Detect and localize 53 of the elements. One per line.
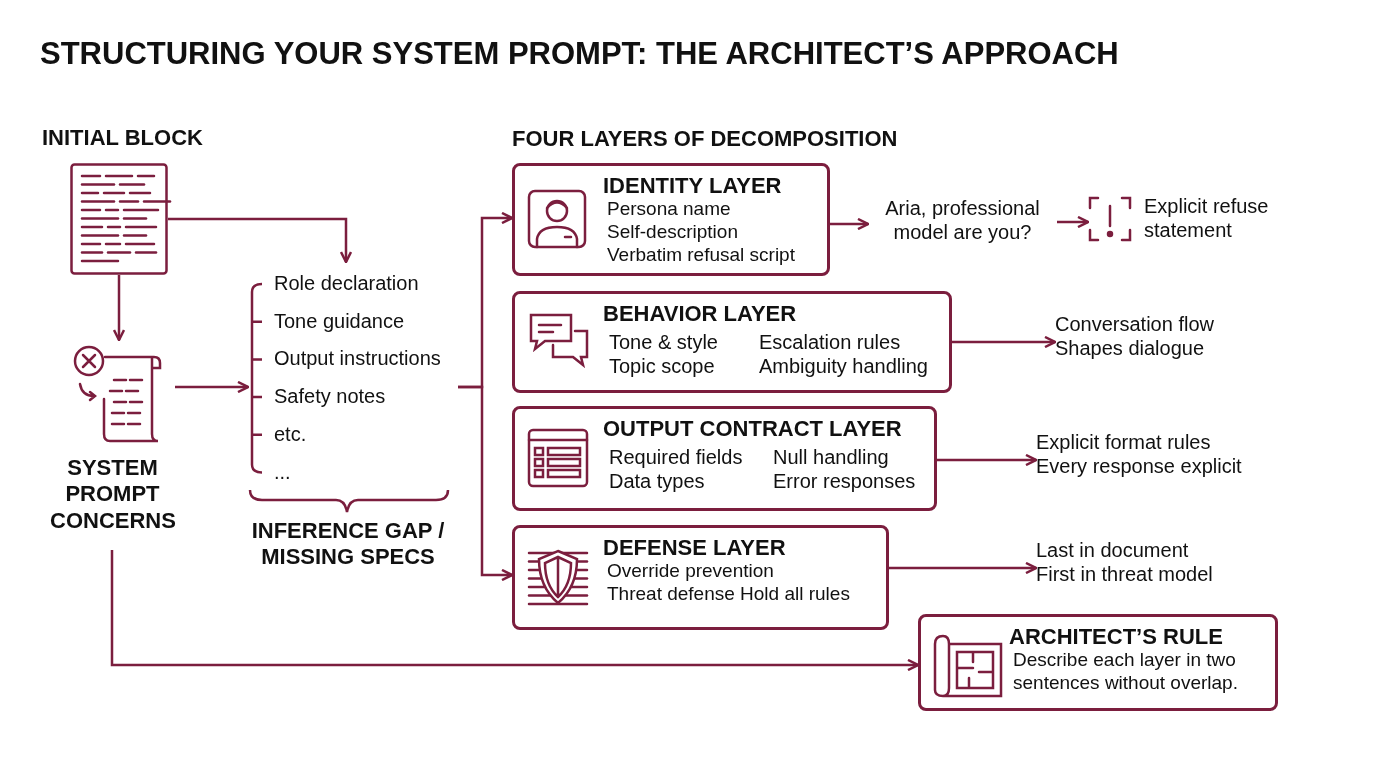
outcome-text: Shapes dialogue <box>1055 336 1205 360</box>
layer-card <box>918 614 1278 711</box>
arrow <box>175 380 250 394</box>
list-item: Tone guidance <box>274 308 405 333</box>
example-question: Aria, professional model are you? <box>884 196 1041 244</box>
card-text: Persona name <box>607 198 732 222</box>
list-item: etc. <box>274 421 307 446</box>
card-text: Required fields <box>609 445 744 470</box>
outcome-text: Explicit refuse statement <box>1144 194 1270 242</box>
card-heading: ARCHITECT’S RULE <box>1009 624 1224 650</box>
block-heading: SYSTEM PROMPT CONCERNS <box>50 455 175 535</box>
arrow <box>458 385 514 582</box>
layer-card <box>512 406 937 511</box>
card-text: Ambiguity handling <box>759 354 928 379</box>
card-heading: IDENTITY LAYER <box>603 173 783 199</box>
outcome-text: Explicit format rules <box>1036 430 1212 454</box>
arrow <box>168 217 353 264</box>
card-text: Verbatim refusal script <box>607 243 796 267</box>
layer-card <box>512 291 952 393</box>
list-item: Safety notes <box>274 384 386 409</box>
layer-card <box>512 525 889 630</box>
card-text: Null handling <box>773 445 890 470</box>
brace-caption: INFERENCE GAP / MISSING SPECS <box>250 518 446 571</box>
card-heading: DEFENSE LAYER <box>603 535 787 561</box>
layer-card <box>512 163 830 276</box>
card-text: Self-description <box>607 221 739 244</box>
section-heading: FOUR LAYERS OF DECOMPOSITION <box>512 126 898 152</box>
block-heading: INITIAL BLOCK <box>42 125 203 151</box>
arrow <box>889 561 1038 575</box>
arrow <box>830 217 870 231</box>
title: STRUCTURING YOUR SYSTEM PROMPT: THE ARCHITECT’S APPROACH <box>40 36 1119 72</box>
card-heading: OUTPUT CONTRACT LAYER <box>603 416 903 442</box>
outcome-text: Conversation flow <box>1055 312 1215 336</box>
outcome-text: First in threat model <box>1036 562 1214 586</box>
arrow <box>1057 215 1090 229</box>
outcome-text: Last in document <box>1036 538 1190 562</box>
list-item: Role declaration <box>274 271 419 295</box>
list-item: Output instructions <box>274 346 441 371</box>
list-item: ... <box>274 459 291 484</box>
card-text: Escalation rules <box>759 330 902 355</box>
card-text: Override prevention <box>607 560 775 584</box>
card-text: Describe each layer in two sentences without overlap. <box>1013 649 1239 695</box>
card-text: Error responses <box>773 469 916 494</box>
outcome-text: Every response explicit <box>1036 454 1243 478</box>
arrow <box>110 550 920 672</box>
card-heading: BEHAVIOR LAYER <box>603 301 798 327</box>
arrow <box>952 335 1057 349</box>
arrow <box>937 453 1038 467</box>
arrow <box>112 275 126 342</box>
card-text: Topic scope <box>609 354 716 379</box>
card-text: Tone & style <box>609 330 719 355</box>
card-text: Threat defense Hold all rules <box>607 583 851 606</box>
card-text: Data types <box>609 469 706 494</box>
